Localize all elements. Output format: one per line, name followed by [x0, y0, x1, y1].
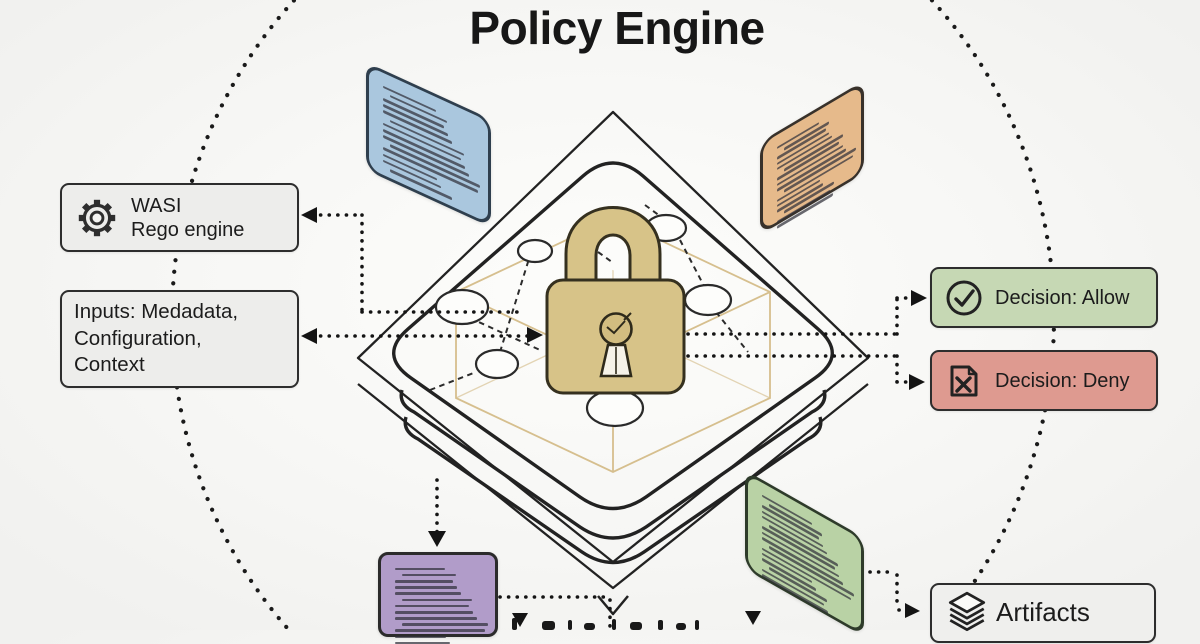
- code-line: [402, 623, 488, 626]
- arrowhead-into-purple-card: [428, 531, 446, 547]
- connector-to-wasi: [310, 213, 520, 314]
- code-line: [395, 604, 469, 608]
- connector-lock-to-deny: [686, 354, 916, 384]
- iso-diamond-structure: [356, 110, 870, 616]
- wasi-panel-label: WASI Rego engine: [131, 194, 245, 241]
- connector-purple-right: [498, 595, 612, 628]
- connector-arrowheads: [301, 207, 927, 627]
- arrowhead-into-deny: [909, 374, 925, 390]
- artifacts-panel: Artifacts: [930, 583, 1156, 643]
- decision-deny-label: Decision: Deny: [995, 369, 1130, 392]
- padlock-icon: [545, 206, 686, 395]
- layers-icon: [944, 590, 990, 636]
- diagram-canvas: [170, 0, 1056, 630]
- inputs-panel-label: Inputs: Medadata, Configuration, Context: [74, 300, 239, 377]
- code-line: [390, 144, 481, 189]
- decision-allow-label: Decision: Allow: [995, 286, 1130, 309]
- code-line: [395, 579, 453, 583]
- code-line: [395, 567, 445, 571]
- cutoff-caption-glyphs: [512, 618, 699, 630]
- code-line: [402, 598, 472, 602]
- policy-code-card-purple: [378, 552, 498, 644]
- code-line: [395, 592, 461, 595]
- arrowhead-into-lock: [527, 327, 543, 343]
- arrowhead-bottom-right: [745, 611, 761, 625]
- arrowhead-into-artifacts: [905, 603, 920, 618]
- check-circle-icon: [944, 278, 984, 318]
- gear-icon: [74, 195, 120, 241]
- arrowhead-into-wasi: [301, 207, 317, 223]
- arrowhead-bottom-left: [512, 613, 528, 627]
- code-line: [395, 635, 446, 639]
- inputs-panel: Inputs: Medadata, Configuration, Context: [60, 290, 299, 388]
- code-line: [395, 617, 477, 620]
- code-line: [395, 610, 473, 614]
- page-title: Policy Engine: [469, 2, 765, 54]
- connector-green-to-artifacts: [868, 570, 910, 612]
- decision-deny-panel: Decision: Deny: [930, 350, 1158, 411]
- code-line: [402, 573, 456, 577]
- wasi-rego-engine-panel: WASI Rego engine: [60, 183, 299, 252]
- code-line: [395, 586, 457, 589]
- arrowhead-into-allow: [911, 290, 927, 306]
- decision-allow-panel: Decision: Allow: [930, 267, 1158, 328]
- artifacts-label: Artifacts: [996, 597, 1090, 628]
- arrowhead-into-inputs: [301, 328, 317, 344]
- document-x-icon: [944, 361, 984, 401]
